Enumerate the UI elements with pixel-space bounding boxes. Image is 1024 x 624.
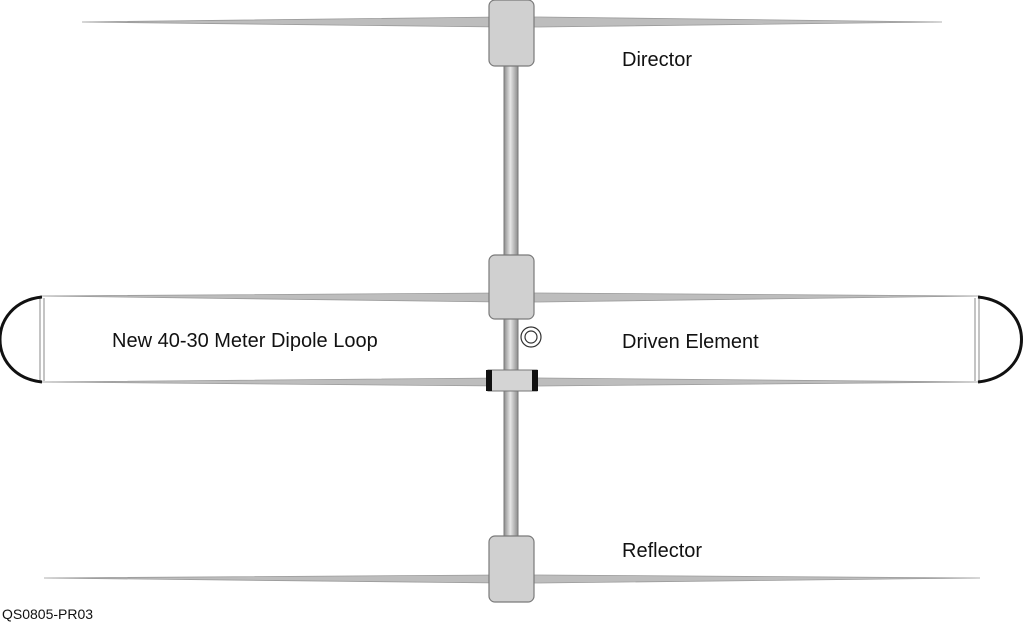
director-mount-block — [488, 0, 535, 67]
loop-clamp-right-cap — [532, 370, 538, 391]
director-label: Director — [622, 49, 692, 71]
feedpoint-connector-inner — [524, 330, 538, 344]
figure-code-label: QS0805-PR03 — [2, 606, 93, 622]
boom — [503, 59, 519, 601]
driven-element-label: Driven Element — [622, 331, 759, 353]
loop-clamp — [487, 369, 538, 392]
driven-mount-block — [488, 254, 535, 320]
loop-label: New 40-30 Meter Dipole Loop — [112, 330, 378, 352]
reflector-label: Reflector — [622, 540, 702, 562]
loop-clamp-left-cap — [486, 370, 492, 391]
loop-left-end-arc — [0, 295, 43, 384]
loop-right-end-arc — [977, 295, 1023, 384]
reflector-mount-block — [488, 535, 535, 603]
